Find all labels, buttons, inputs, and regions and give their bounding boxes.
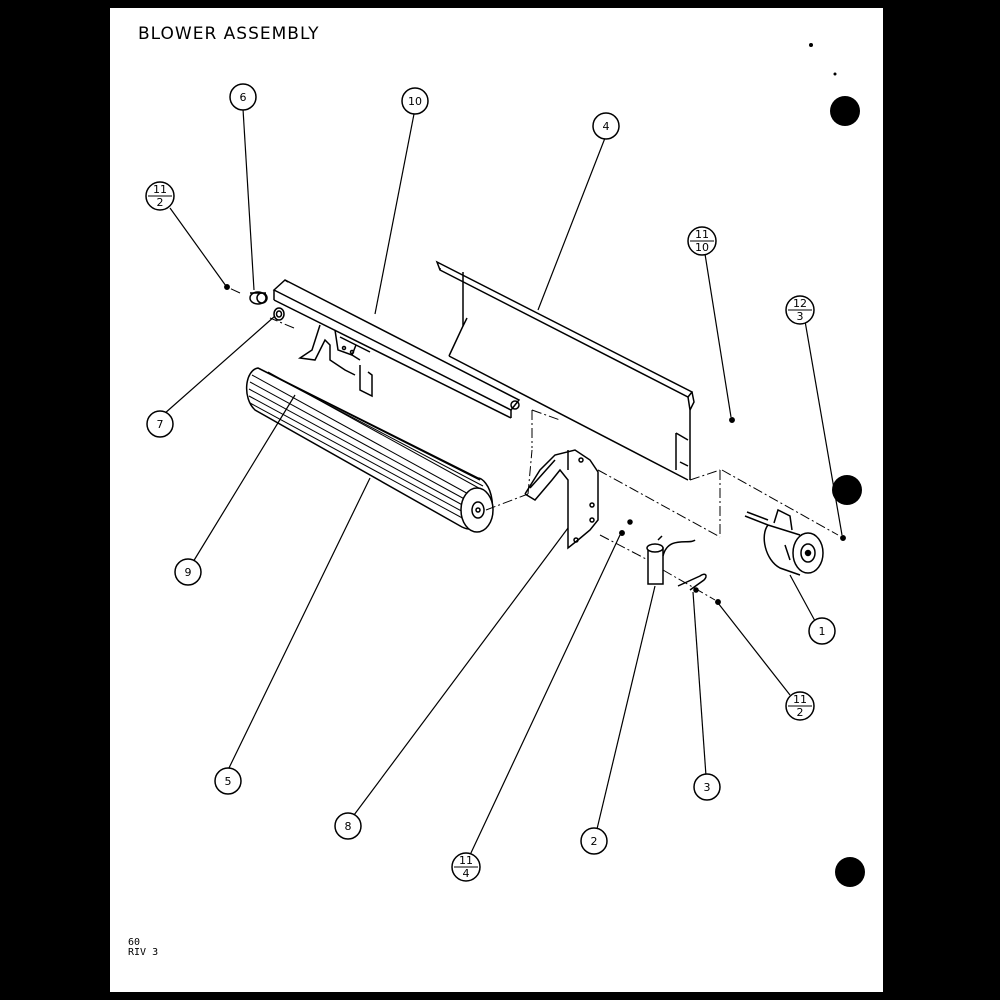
part-2-capacitor bbox=[646, 535, 696, 585]
screw-11-10 bbox=[729, 417, 735, 423]
part-5-blower-wheel bbox=[246, 367, 494, 533]
callout-5-label: 5 bbox=[225, 775, 232, 788]
revision-line-2: RIV 3 bbox=[128, 947, 159, 958]
callout-8-label: 8 bbox=[345, 820, 352, 833]
callout-4: 4 bbox=[592, 112, 620, 140]
callout-12-3-upper: 12 bbox=[793, 297, 807, 310]
part-3-strap bbox=[677, 573, 707, 593]
callout-11-4: 11 4 bbox=[451, 852, 481, 882]
callout-11-2-top-upper: 11 bbox=[153, 183, 167, 196]
callout-8: 8 bbox=[334, 812, 362, 840]
callout-11-2-top-lower: 2 bbox=[157, 196, 164, 209]
callout-5: 5 bbox=[214, 767, 242, 795]
part-10-top-cover bbox=[272, 279, 521, 419]
revision-code: 60 RIV 3 bbox=[128, 938, 158, 958]
callout-12-3-lower: 3 bbox=[797, 310, 804, 323]
callout-6-label: 6 bbox=[240, 91, 247, 104]
callout-2-label: 2 bbox=[591, 835, 598, 848]
callout-3: 3 bbox=[693, 773, 721, 801]
callout-11-10-upper: 11 bbox=[695, 228, 709, 241]
callout-2: 2 bbox=[580, 827, 608, 855]
callout-7-label: 7 bbox=[157, 418, 164, 431]
callout-11-4-lower: 4 bbox=[463, 867, 470, 880]
speck bbox=[809, 43, 813, 47]
callout-11-10: 11 10 bbox=[687, 226, 717, 256]
callout-6: 6 bbox=[229, 83, 257, 111]
speck bbox=[833, 72, 837, 76]
revision-line-1: 60 bbox=[128, 937, 141, 948]
callout-10: 10 bbox=[401, 87, 429, 115]
screw-bracket bbox=[627, 519, 633, 525]
punch-hole-middle bbox=[832, 475, 862, 505]
screw-11-2-right bbox=[715, 599, 721, 605]
drawing-sheet bbox=[110, 8, 883, 992]
callout-3-label: 3 bbox=[704, 781, 711, 794]
callout-7: 7 bbox=[146, 410, 174, 438]
callout-11-2-right: 11 2 bbox=[785, 691, 815, 721]
assembly-alignment-lines bbox=[226, 286, 839, 601]
punch-hole-bottom bbox=[835, 857, 865, 887]
punch-hole-top bbox=[830, 96, 860, 126]
callout-10-label: 10 bbox=[408, 95, 422, 108]
screw-12-3 bbox=[840, 535, 846, 541]
callout-9-label: 9 bbox=[185, 566, 192, 579]
callout-11-4-upper: 11 bbox=[459, 854, 473, 867]
page-title: BLOWER ASSEMBLY bbox=[138, 24, 320, 44]
callout-9: 9 bbox=[174, 558, 202, 586]
callout-12-3: 12 3 bbox=[785, 295, 815, 325]
callout-11-2-right-lower: 2 bbox=[797, 706, 804, 719]
part-8-motor-bracket bbox=[524, 449, 599, 550]
callout-leaders bbox=[163, 108, 843, 856]
callout-11-10-lower: 10 bbox=[695, 241, 709, 254]
callout-11-2-right-upper: 11 bbox=[793, 693, 807, 706]
part-6-bearing bbox=[249, 291, 268, 305]
part-7-sleeve bbox=[273, 307, 285, 321]
callout-1: 1 bbox=[808, 617, 836, 645]
part-4-rear-housing bbox=[435, 260, 695, 481]
callout-1-label: 1 bbox=[819, 625, 826, 638]
part-1-motor bbox=[744, 508, 824, 576]
callout-11-2-top: 11 2 bbox=[145, 181, 175, 211]
callout-4-label: 4 bbox=[603, 120, 610, 133]
screw-11-4 bbox=[619, 530, 625, 536]
